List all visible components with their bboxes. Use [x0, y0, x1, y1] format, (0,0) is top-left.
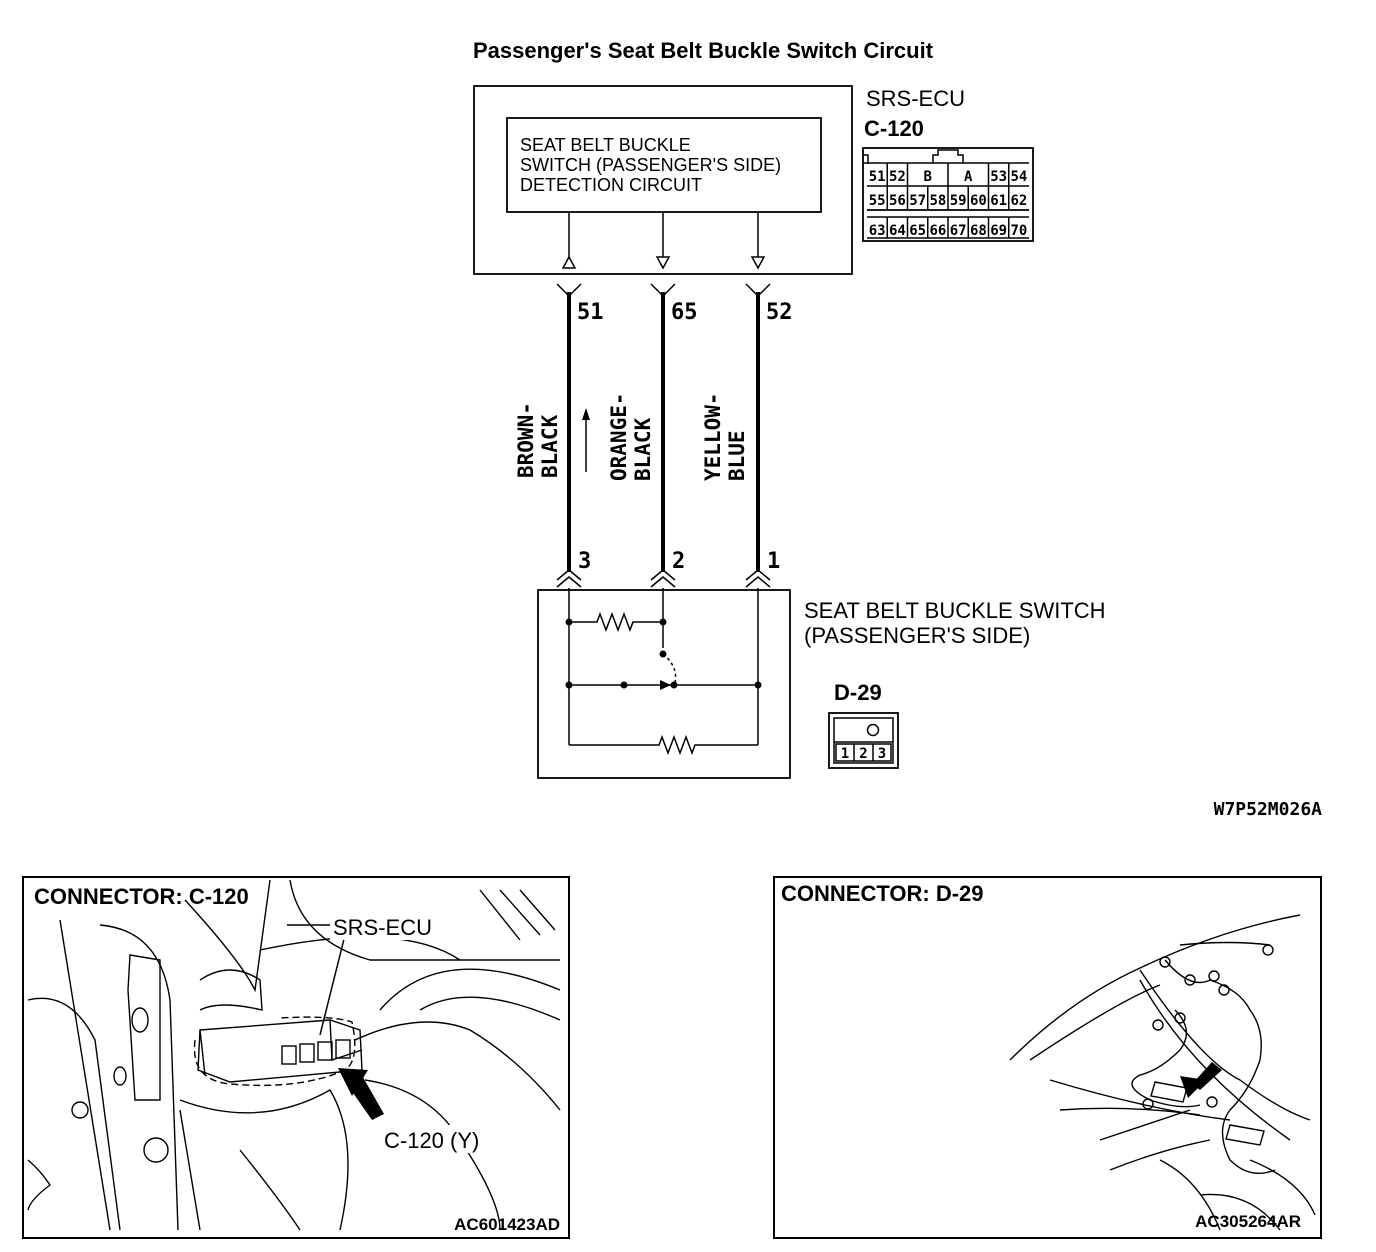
c120-pin-A: A [964, 169, 973, 185]
diagram-code: W7P52M026A [1214, 799, 1323, 820]
detection-circuit-line-3: DETECTION CIRCUIT [520, 175, 702, 195]
diagram-title: Passenger's Seat Belt Buckle Switch Circ… [473, 38, 934, 63]
c120-panel-ecu-label: SRS-ECU [333, 915, 432, 940]
c120-pin-51: 51 [869, 169, 886, 185]
pin65-arrow-down-icon [655, 256, 671, 270]
c120-pin-60: 60 [970, 193, 987, 209]
d29-panel-title: CONNECTOR: D-29 [781, 881, 984, 906]
d29-connector-face: 1 2 3 [828, 712, 899, 769]
c120-location-illustration [27, 879, 561, 1231]
c120-pin-57: 57 [909, 193, 926, 209]
svg-text:BLACK: BLACK [631, 417, 655, 481]
c120-pin-65: 65 [909, 223, 926, 239]
c120-pin-62: 62 [1010, 193, 1027, 209]
c120-pin-70: 70 [1010, 223, 1027, 239]
switch-pin-1-label: 1 [767, 549, 780, 574]
detection-circuit-line-2: SWITCH (PASSENGER'S SIDE) [520, 155, 781, 175]
svg-text:ORANGE-: ORANGE- [607, 392, 631, 481]
svg-text:BLUE: BLUE [725, 430, 749, 481]
d29-pin-1: 1 [841, 746, 849, 762]
svg-text:BROWN-: BROWN- [514, 402, 538, 478]
wire-color-yellow-blue: YELLOW- BLUE [701, 392, 749, 481]
wire-bundle [556, 283, 771, 588]
d29-location-illustration [1009, 914, 1316, 1231]
ecu-pin-51-label: 51 [577, 300, 604, 325]
d29-pin-3: 3 [878, 746, 886, 762]
srs-ecu-box [473, 85, 853, 275]
c120-pin-64: 64 [889, 223, 906, 239]
ecu-connector-label: C-120 [864, 116, 924, 141]
switch-pin-2-label: 2 [672, 549, 685, 574]
c120-pin-53: 53 [990, 169, 1007, 185]
ecu-pin-52-label: 52 [766, 300, 793, 325]
c120-pin-54: 54 [1010, 169, 1027, 185]
wire-color-orange-black: ORANGE- BLACK [607, 392, 655, 481]
c120-pin-66: 66 [929, 223, 946, 239]
c120-pin-58: 58 [929, 193, 946, 209]
c120-pin-67: 67 [950, 223, 967, 239]
d29-pin-2: 2 [859, 746, 867, 762]
c120-pin-63: 63 [869, 223, 886, 239]
ecu-pin-65-label: 65 [671, 300, 698, 325]
svg-text:BLACK: BLACK [538, 414, 562, 478]
c120-pin-61: 61 [990, 193, 1007, 209]
switch-label-line-1: SEAT BELT BUCKLE SWITCH [804, 598, 1106, 623]
c120-panel-title: CONNECTOR: C-120 [34, 884, 249, 909]
wire-color-brown-black: BROWN- BLACK [514, 402, 562, 478]
pin51-arrow-up-icon [561, 255, 577, 269]
switch-label-line-2: (PASSENGER'S SIDE) [804, 623, 1030, 648]
connector-c120-panel: CONNECTOR: C-120 SRS-ECU C-120 (Y) AC601… [22, 876, 570, 1239]
connector-d29-panel: CONNECTOR: D-29 AC305264AR [773, 876, 1322, 1239]
c120-panel-connector-label: C-120 (Y) [384, 1128, 479, 1153]
c120-pin-59: 59 [950, 193, 967, 209]
switch-connector-label: D-29 [834, 680, 882, 705]
pin52-arrow-down-icon [750, 256, 766, 270]
c120-pin-69: 69 [990, 223, 1007, 239]
srs-ecu-label: SRS-ECU [866, 86, 965, 111]
d29-panel-code: AC305264AR [1195, 1212, 1301, 1231]
switch-internal-circuit [565, 588, 762, 756]
switch-pin-3-label: 3 [578, 549, 591, 574]
c120-pin-B: B [924, 169, 932, 185]
c120-pin-55: 55 [869, 193, 886, 209]
seat-belt-switch-box [537, 589, 791, 779]
c120-pin-52: 52 [889, 169, 906, 185]
c120-pin-56: 56 [889, 193, 906, 209]
c120-panel-code: AC601423AD [454, 1215, 560, 1234]
detection-circuit-line-1: SEAT BELT BUCKLE [520, 135, 691, 155]
c120-pin-68: 68 [970, 223, 987, 239]
detection-circuit-box [506, 117, 822, 213]
svg-text:YELLOW-: YELLOW- [701, 392, 725, 481]
